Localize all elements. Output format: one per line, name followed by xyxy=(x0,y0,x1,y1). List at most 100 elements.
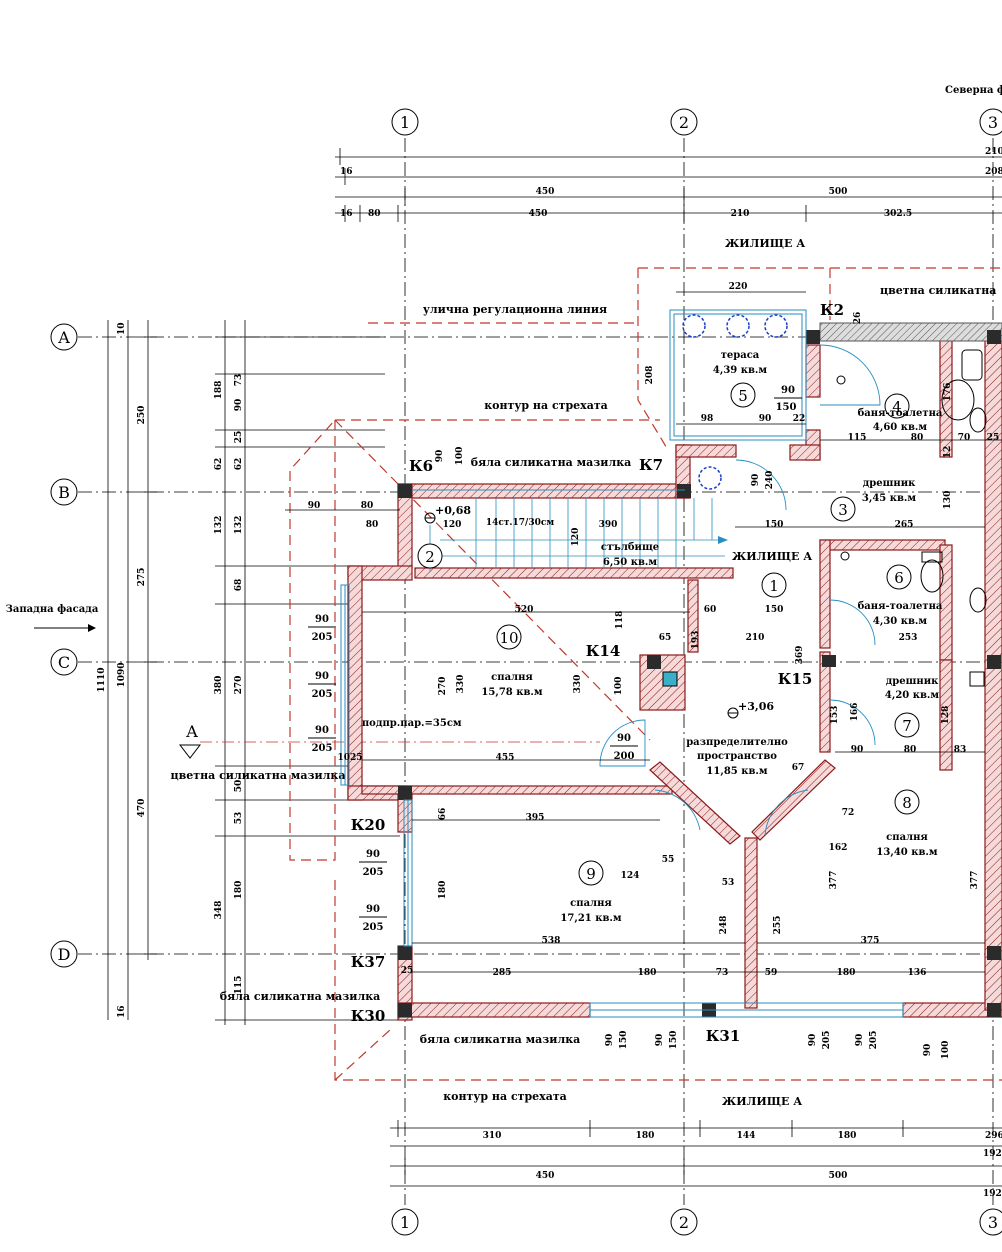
svg-text:205: 205 xyxy=(312,743,333,754)
svg-text:90: 90 xyxy=(655,1034,665,1047)
svg-text:6: 6 xyxy=(894,569,904,587)
svg-text:80: 80 xyxy=(904,745,917,755)
svg-text:C: C xyxy=(58,653,70,672)
room-8-bedroom: 8 спалня 13,40 кв.м xyxy=(876,789,938,858)
svg-text:285: 285 xyxy=(493,968,512,978)
svg-text:спалня: спалня xyxy=(491,672,533,683)
svg-text:180: 180 xyxy=(638,968,657,978)
svg-text:17,21 кв.м: 17,21 кв.м xyxy=(560,913,621,924)
svg-text:128: 128 xyxy=(941,706,951,725)
room-10-bedroom: 10 спалня 15,78 кв.м xyxy=(481,624,543,698)
north-facade-label: Северна ф xyxy=(945,85,1002,96)
svg-text:12: 12 xyxy=(943,446,953,459)
svg-text:100: 100 xyxy=(941,1041,951,1060)
white-silicate-label-2: бяла силикатна мазилка xyxy=(220,990,381,1003)
svg-text:стълбище: стълбище xyxy=(601,542,659,553)
bottom-opening-marks: 90 150 90 150 90 205 90 205 90 100 xyxy=(605,1031,951,1060)
svg-text:90: 90 xyxy=(315,614,329,625)
room-6-bathroom: 6 баня-тоалетна 4,30 кв.м xyxy=(858,564,943,627)
svg-text:166: 166 xyxy=(850,703,860,722)
svg-text:205: 205 xyxy=(312,632,333,643)
column-label-k31: К31 xyxy=(706,1027,741,1045)
svg-text:162: 162 xyxy=(829,843,848,853)
svg-text:310: 310 xyxy=(483,1131,502,1141)
svg-text:205: 205 xyxy=(869,1031,879,1050)
svg-text:2085: 2085 xyxy=(985,167,1002,177)
svg-text:B: B xyxy=(58,483,70,502)
dwelling-label-top: ЖИЛИЩЕ А xyxy=(725,237,805,250)
svg-text:136: 136 xyxy=(908,968,927,978)
left-dimension-chains: 1110 1090 10 16 250 275 470 188 73 90 25… xyxy=(97,320,400,1025)
column-label-k15: К15 xyxy=(778,670,813,688)
west-facade-arrow xyxy=(34,624,96,632)
svg-text:150: 150 xyxy=(669,1031,679,1050)
svg-text:120: 120 xyxy=(443,520,462,530)
svg-text:330: 330 xyxy=(456,675,466,694)
svg-text:60: 60 xyxy=(704,605,717,615)
eaves-label-top: контур на стрехата xyxy=(484,399,608,412)
svg-text:22: 22 xyxy=(793,414,806,424)
svg-text:205: 205 xyxy=(363,867,384,878)
svg-text:D: D xyxy=(58,945,71,964)
svg-text:1090: 1090 xyxy=(117,662,127,687)
axis-bubble-D: D xyxy=(50,940,78,968)
svg-text:11,85 кв.м: 11,85 кв.м xyxy=(706,766,767,777)
svg-text:538: 538 xyxy=(542,936,561,946)
parapet-height-label: Нподпр.пар.=35см xyxy=(352,718,462,729)
svg-text:90: 90 xyxy=(315,671,329,682)
room-4-bathroom: 4 баня-тоалетна 4,60 кв.м xyxy=(858,393,943,433)
svg-text:520: 520 xyxy=(515,605,534,615)
svg-text:115: 115 xyxy=(848,433,867,443)
svg-text:90: 90 xyxy=(759,414,772,424)
svg-text:4,39 кв.м: 4,39 кв.м xyxy=(713,365,767,376)
eaves-contour xyxy=(289,267,1002,1081)
stairs-count-label: 14ст.17/30см xyxy=(486,518,555,528)
window-mark-1: 90 205 xyxy=(308,614,336,643)
color-silicate-label-top: цветна силикатна xyxy=(880,284,996,297)
svg-text:67: 67 xyxy=(792,763,805,773)
column-label-k20: К20 xyxy=(351,816,386,834)
room-3-closet: 3 дрешник 3,45 кв.м xyxy=(830,478,916,522)
svg-text:90: 90 xyxy=(234,399,244,412)
svg-text:120: 120 xyxy=(571,528,581,547)
svg-text:16: 16 xyxy=(340,209,353,219)
door-mark-1: 90 200 xyxy=(610,733,638,762)
column-label-k7: К7 xyxy=(639,456,663,474)
svg-text:4: 4 xyxy=(892,398,902,416)
svg-text:25: 25 xyxy=(234,431,244,444)
svg-text:250: 250 xyxy=(137,406,147,425)
svg-text:395: 395 xyxy=(526,813,545,823)
svg-text:90: 90 xyxy=(605,1034,615,1047)
axis-bubble-bottom-3: 3 xyxy=(979,1208,1002,1236)
svg-text:450: 450 xyxy=(536,187,555,197)
svg-text:73: 73 xyxy=(716,968,729,978)
svg-text:377: 377 xyxy=(970,871,980,890)
room-1: 1 xyxy=(761,572,787,598)
svg-text:240: 240 xyxy=(765,471,775,490)
svg-text:3: 3 xyxy=(838,501,848,519)
svg-text:375: 375 xyxy=(861,936,880,946)
svg-text:2100: 2100 xyxy=(985,147,1002,157)
svg-text:132: 132 xyxy=(234,516,244,535)
svg-text:пространство: пространство xyxy=(697,751,777,762)
svg-text:180: 180 xyxy=(438,881,448,900)
axis-bubble-top-2: 2 xyxy=(670,108,698,136)
svg-text:72: 72 xyxy=(842,808,855,818)
svg-text:90: 90 xyxy=(435,450,445,463)
svg-text:90: 90 xyxy=(315,725,329,736)
svg-text:275: 275 xyxy=(137,568,147,587)
svg-text:330: 330 xyxy=(573,675,583,694)
dwelling-label-bottom: ЖИЛИЩЕ А xyxy=(722,1095,802,1108)
staircase xyxy=(429,498,728,572)
svg-text:6,50 кв.м: 6,50 кв.м xyxy=(603,557,657,568)
svg-text:90: 90 xyxy=(855,1034,865,1047)
svg-text:1110: 1110 xyxy=(97,667,107,692)
svg-text:90: 90 xyxy=(808,1034,818,1047)
svg-text:25: 25 xyxy=(401,966,414,976)
svg-text:+0,68: +0,68 xyxy=(435,504,471,517)
room-9-bedroom: 9 спалня 17,21 кв.м xyxy=(560,860,622,924)
svg-text:296: 296 xyxy=(985,1131,1002,1141)
dwelling-label-mid: ЖИЛИЩЕ А xyxy=(732,550,812,563)
axis-bubble-top-1: 1 xyxy=(391,108,419,136)
svg-text:25: 25 xyxy=(987,433,1000,443)
